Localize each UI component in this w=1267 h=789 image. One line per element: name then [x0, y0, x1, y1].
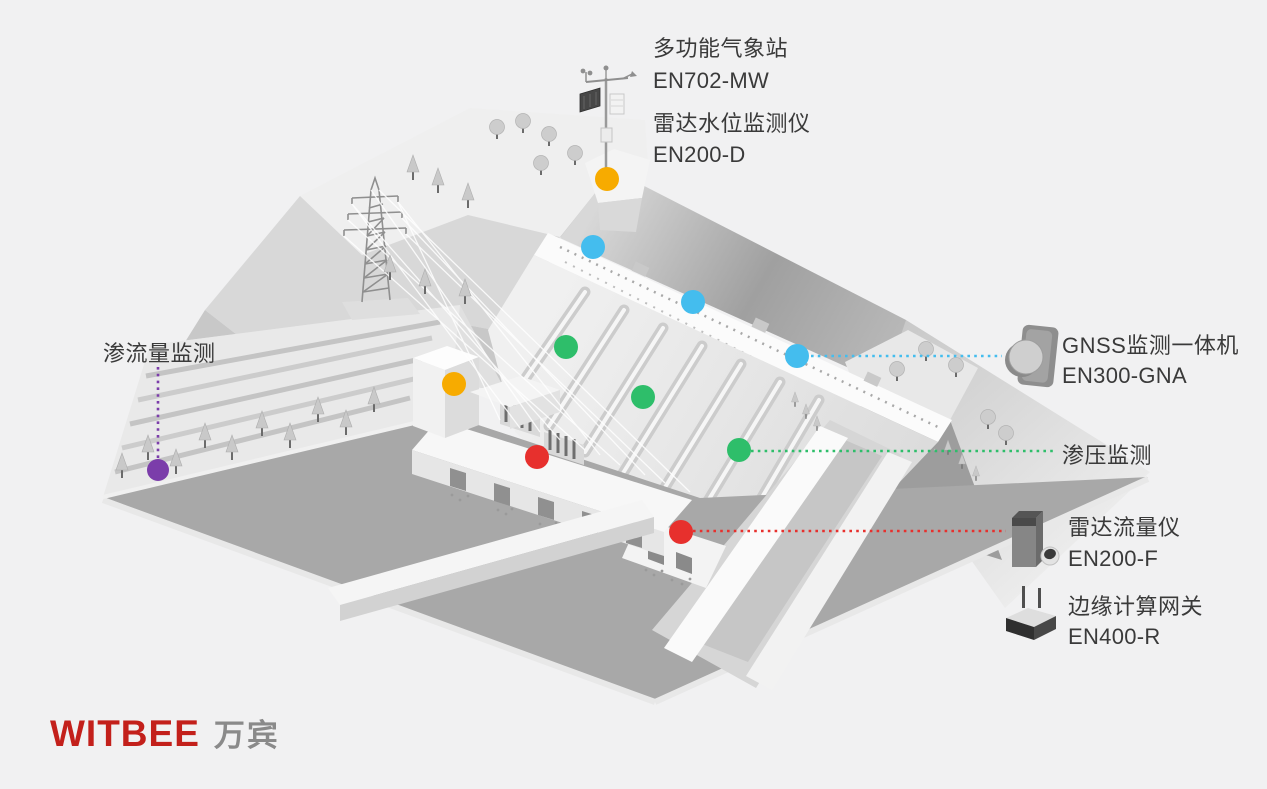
spillway	[652, 420, 912, 690]
jetty-wall	[328, 500, 654, 621]
edge-gateway-model: EN400-R	[1068, 624, 1161, 649]
brand-logo: WITBEE 万宾	[50, 710, 280, 755]
radar-level-model: EN200-D	[653, 142, 746, 167]
marker-seepage-pressure-3	[727, 438, 751, 462]
hotspot-markers	[147, 167, 809, 544]
weather-station-title: 多功能气象站	[653, 36, 789, 61]
gnss-receiver-icon	[1005, 324, 1059, 388]
marker-station-building	[442, 372, 466, 396]
marker-gnss-2	[681, 290, 705, 314]
power-lines	[343, 189, 691, 493]
weather-station-model: EN702-MW	[653, 68, 770, 93]
marker-radar-flow-2	[669, 520, 693, 544]
terraced-hillside	[103, 305, 460, 497]
weather-station-icon	[579, 65, 637, 178]
marker-gnss-1	[581, 235, 605, 259]
radar-flow-model: EN200-F	[1068, 546, 1159, 571]
marker-gnss-3	[785, 344, 809, 368]
gateway-router-icon	[1006, 586, 1056, 640]
brand-logo-cn: 万宾	[213, 718, 280, 753]
leader-lines	[156, 354, 1056, 533]
marker-seepage-pressure-2	[631, 385, 655, 409]
radar-flow-meter-icon	[1012, 511, 1060, 567]
reservoir-water	[560, 170, 938, 408]
seepage-pressure-title: 渗压监测	[1062, 443, 1153, 468]
gnss-model: EN300-GNA	[1062, 363, 1187, 388]
brand-logo-en: WITBEE	[50, 713, 200, 754]
gnss-title: GNSS监测一体机	[1062, 333, 1239, 358]
marker-radar-flow-1	[525, 445, 549, 469]
edge-gateway-title: 边缘计算网关	[1068, 594, 1204, 619]
marker-weather-station	[595, 167, 619, 191]
transmission-tower	[342, 175, 691, 493]
marker-seepage-flow	[147, 459, 169, 481]
radar-flow-title: 雷达流量仪	[1068, 515, 1181, 540]
seepage-flow-title: 渗流量监测	[103, 341, 216, 366]
marker-seepage-pressure-1	[554, 335, 578, 359]
radar-level-title: 雷达水位监测仪	[653, 111, 811, 136]
